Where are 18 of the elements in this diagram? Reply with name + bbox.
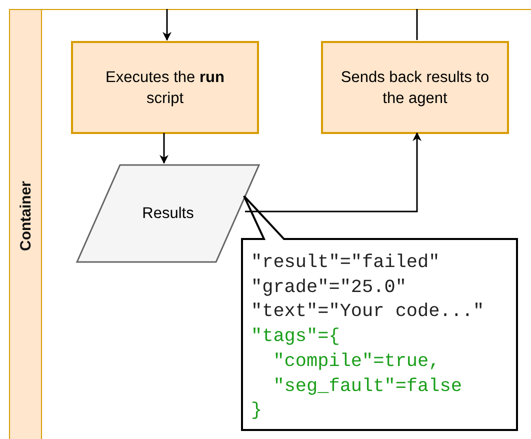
code-line: "text"="Your code..." [251,300,484,324]
process-box [321,41,509,134]
connector-arrow [162,9,172,41]
swimlane-container [9,9,531,439]
connector-arrow [245,132,422,212]
process-box [71,41,259,134]
code-line: "seg_fault"=false [272,374,462,399]
box-text: Executes the run script [104,68,226,108]
code-line: } [251,399,262,424]
connector-arrow [160,133,168,164]
lane-title: Container [17,181,34,251]
shape-text: Results [142,204,194,222]
code-line: "grade"="25.0" [251,276,406,300]
box-text: Sends back results to the agent [340,68,490,108]
code-line: "tags"={ [251,325,340,350]
code-line: "compile"=true, [272,350,440,374]
code-line: "result"="failed" [251,251,440,275]
callout-bubble [241,195,518,431]
